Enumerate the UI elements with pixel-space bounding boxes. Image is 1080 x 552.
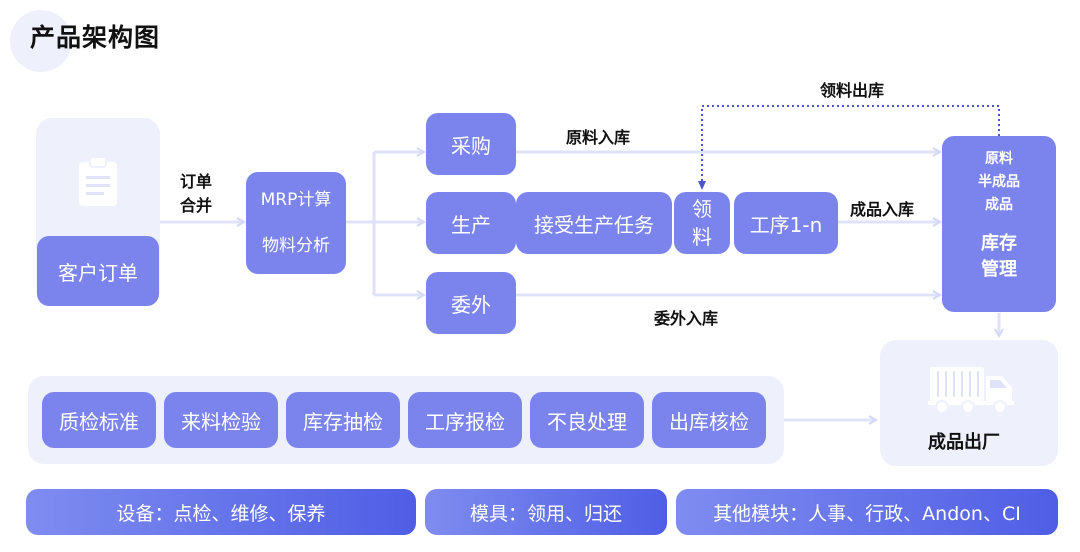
pick-material-box: 领 料	[674, 192, 730, 254]
inventory-item-finished: 成品	[985, 197, 1013, 213]
customer-order-box: 客户订单	[37, 236, 159, 306]
inventory-box: 原料 半成品 成品 库存 管理	[942, 136, 1056, 312]
quality-item-standard: 质检标准	[42, 392, 156, 448]
outsource-box: 委外	[426, 272, 516, 334]
title-decoration	[10, 10, 72, 72]
pick-material-line1: 领	[692, 197, 712, 221]
quality-item-defect: 不良处理	[530, 392, 644, 448]
mrp-line2: 物料分析	[262, 236, 330, 256]
quality-item-outbound: 出库核检	[652, 392, 766, 448]
inventory-item-semi: 半成品	[978, 174, 1020, 190]
order-merge-line2: 合并	[180, 196, 213, 215]
clipboard-icon	[79, 156, 117, 206]
process-box: 工序1-n	[734, 192, 838, 254]
order-merge-line1: 订单	[180, 172, 213, 191]
purchase-box: 采购	[426, 113, 516, 175]
quality-item-incoming: 来料检验	[164, 392, 278, 448]
mold-module: 模具：领用、归还	[425, 489, 667, 535]
material-out-label: 领料出库	[820, 81, 885, 100]
pick-material-line2: 料	[692, 225, 712, 249]
equipment-module: 设备：点检、维修、保养	[26, 489, 416, 535]
raw-in-label: 原料入库	[566, 128, 631, 147]
mrp-line1: MRP计算	[260, 190, 332, 210]
inventory-name-line2: 管理	[981, 259, 1017, 280]
inventory-item-raw: 原料	[985, 151, 1013, 167]
mrp-box: MRP计算 物料分析	[246, 172, 346, 274]
finished-in-label: 成品入库	[850, 200, 915, 219]
shipping-label: 成品出厂	[928, 432, 1000, 453]
page-title: 产品架构图	[30, 23, 161, 52]
inventory-name-line1: 库存	[981, 233, 1017, 254]
other-modules: 其他模块：人事、行政、Andon、CI	[676, 489, 1058, 535]
accept-task-box: 接受生产任务	[516, 192, 672, 254]
quality-item-process: 工序报检	[408, 392, 522, 448]
line-material-out-dotted	[698, 105, 1000, 190]
outsource-in-label: 委外入库	[654, 309, 719, 328]
order-merge-label: 订单 合并	[180, 170, 212, 218]
production-box: 生产	[426, 192, 516, 254]
truck-icon	[928, 367, 1014, 414]
quality-item-stock-check: 库存抽检	[286, 392, 400, 448]
